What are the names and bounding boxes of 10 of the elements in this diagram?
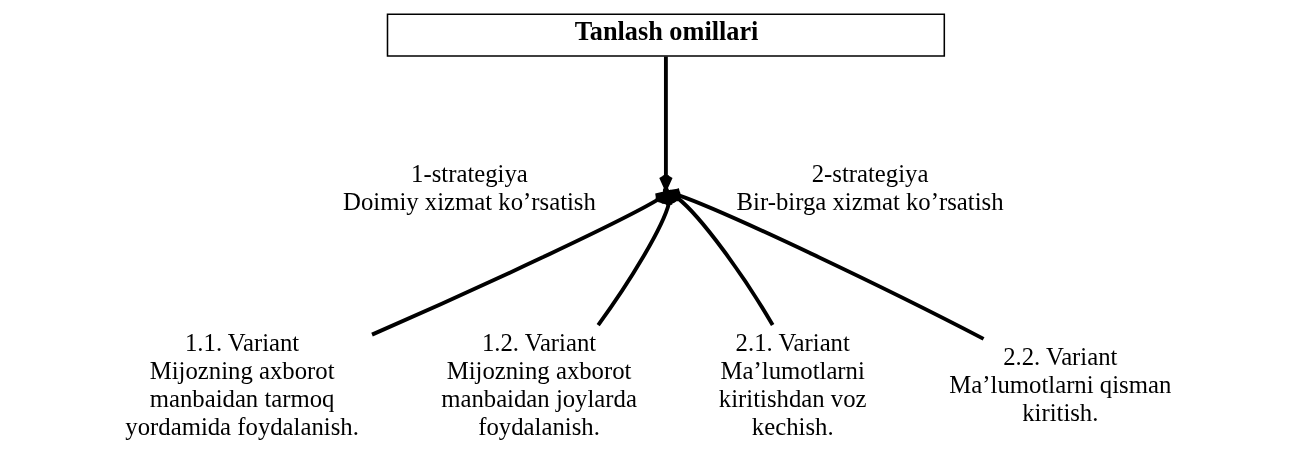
label: 2-strategiya (811, 160, 929, 188)
node-text: 2.2. Variant Ma’lumotlarni qisman kiritish. (949, 342, 1172, 426)
label: Doimiy xizmat ko’rsatish (343, 188, 596, 216)
node-text: 2.1. Variant Ma’lumotlarni kiritishdan voz kechish. (718, 329, 867, 440)
label: Bir-birga xizmat ko’rsatish (736, 188, 1004, 216)
arrow (659, 56, 673, 190)
node-text: 1.2. Variant Mijozning axborot manbaidan joylarda foydalanish. (441, 329, 637, 440)
node-text: 1.1. Variant Mijozning axborot manbaidan tarmoq yordamida foydalanish. (125, 329, 359, 440)
label: 1-strategiya (411, 160, 528, 188)
node-box: Tanlash omillari (386, 13, 946, 57)
